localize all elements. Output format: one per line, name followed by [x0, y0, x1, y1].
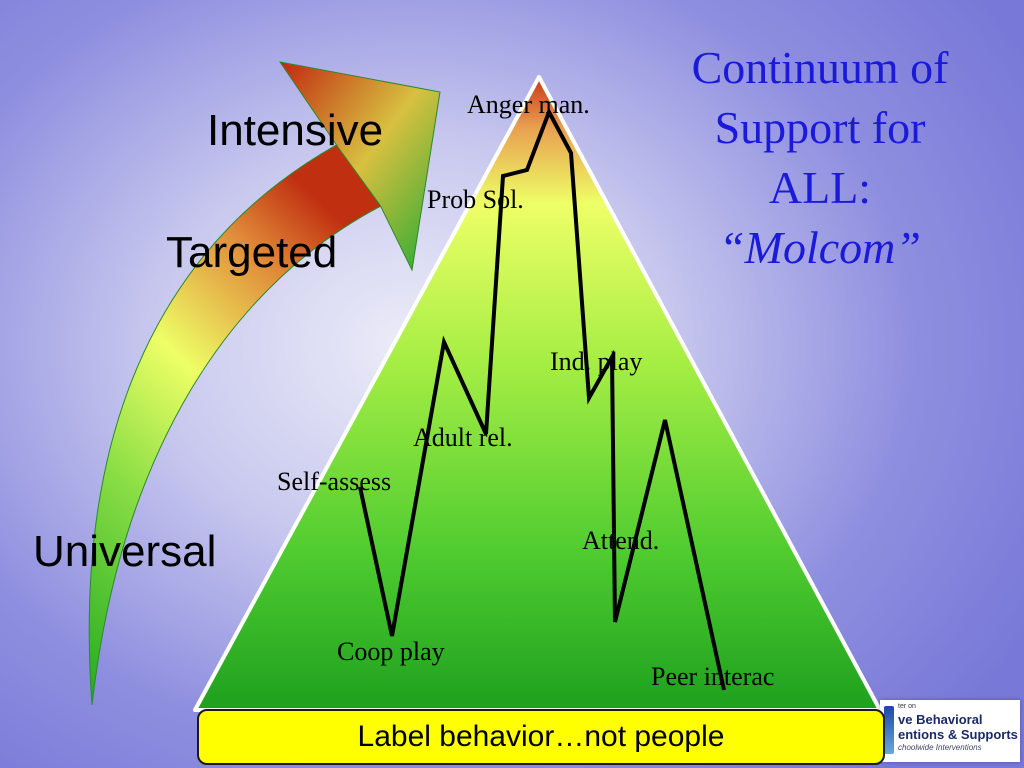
- title-line-1: Continuum of: [691, 42, 949, 93]
- tier-label-targeted: Targeted: [166, 228, 338, 277]
- skill-label-peer-interaction: Peer interac: [651, 662, 775, 691]
- slide-title: Continuum of Support for ALL: “Molcom”: [660, 38, 980, 278]
- title-line-3: ALL:: [768, 162, 872, 213]
- skill-zigzag-line: [358, 107, 726, 691]
- title-line-2: Support for: [714, 102, 926, 153]
- logo-text-1: ve Behavioral: [898, 712, 983, 727]
- skill-label-anger-management: Anger man.: [467, 90, 590, 119]
- skill-label-independent-play: Ind. play: [550, 347, 643, 376]
- pbis-logo: ter on ve Behavioral entions & Supports …: [880, 700, 1020, 762]
- title-line-4: “Molcom”: [719, 222, 921, 273]
- logo-emblem-icon: [884, 706, 894, 754]
- tier-label-intensive: Intensive: [207, 106, 384, 155]
- logo-text-3: choolwide Interventions: [898, 743, 982, 752]
- curved-arrow-head: [278, 61, 441, 272]
- skill-label-problem-solving: Prob Sol.: [427, 185, 524, 214]
- tier-label-universal: Universal: [33, 527, 217, 576]
- label-behavior-banner: Label behavior…not people: [197, 709, 885, 765]
- skill-label-attend: Attend.: [582, 526, 660, 555]
- skill-label-self-assess: Self-assess: [277, 467, 392, 496]
- logo-text-0: ter on: [898, 703, 916, 710]
- logo-text-2: entions & Supports: [898, 727, 1018, 742]
- skill-label-coop-play: Coop play: [337, 637, 445, 666]
- skill-label-adult-relations: Adult rel.: [413, 423, 513, 452]
